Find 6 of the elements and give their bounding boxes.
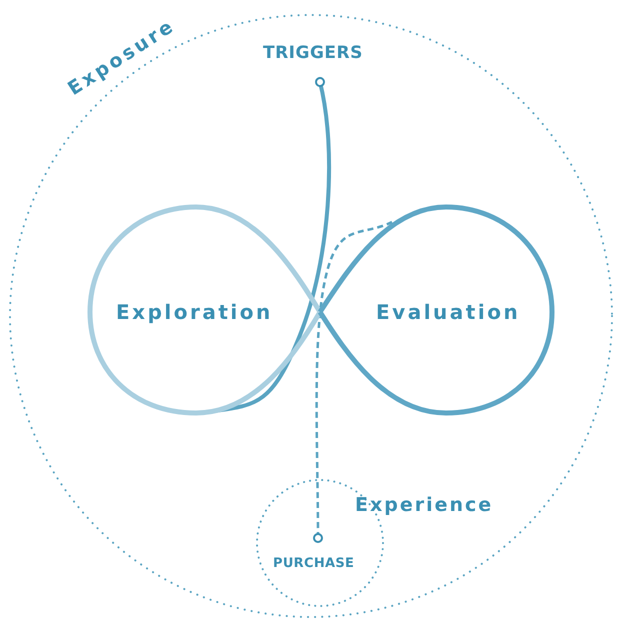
stage-label: PURCHASE [273, 556, 354, 571]
dashed-connector [313, 220, 392, 543]
stage-title: Evaluation [376, 300, 520, 324]
stage-title: Exploration [116, 300, 273, 324]
stage-label: TRIGGERS [263, 43, 363, 63]
stage-title: Experience [355, 494, 494, 516]
